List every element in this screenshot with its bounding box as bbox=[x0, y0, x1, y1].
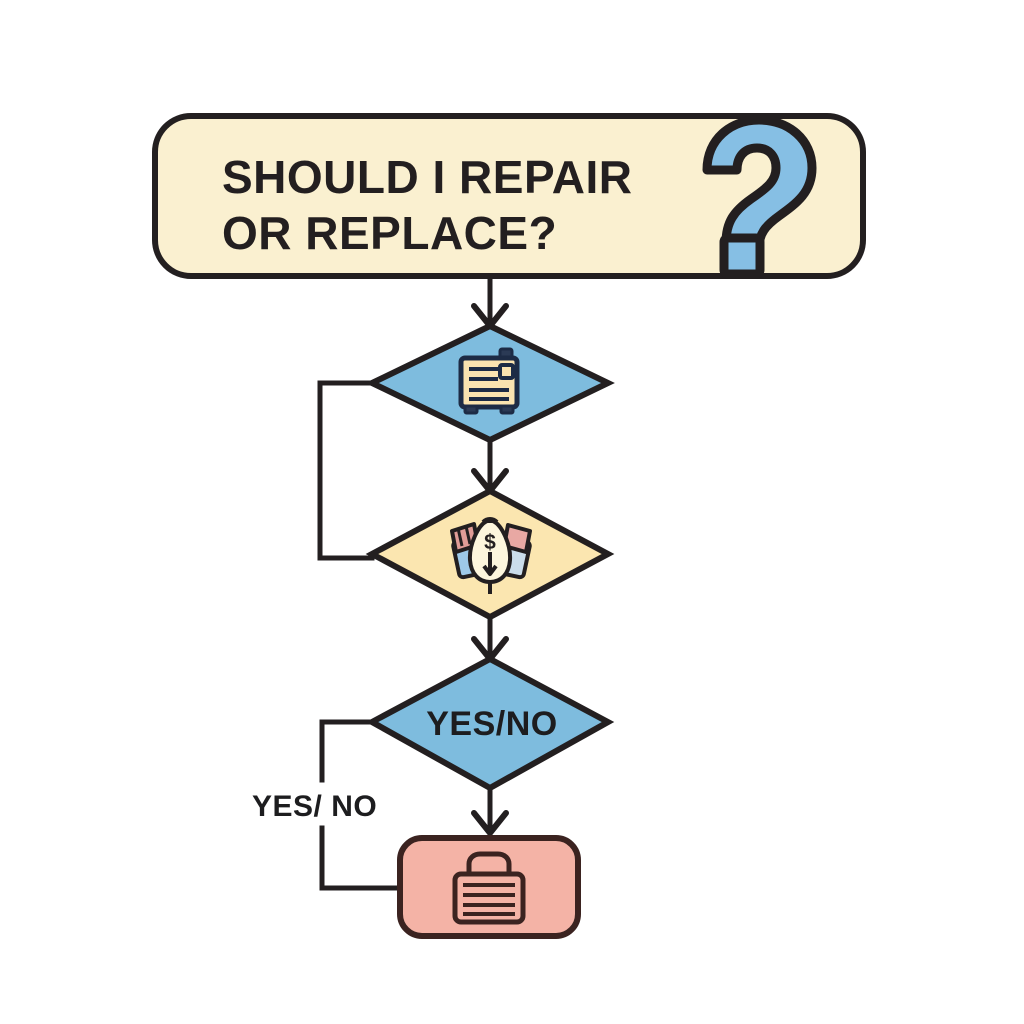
appliance-square bbox=[498, 363, 515, 380]
edge-line bbox=[317, 380, 375, 561]
title-node-shape bbox=[152, 113, 866, 279]
title-line-2: OR REPLACE? bbox=[222, 207, 557, 259]
toolbox-handle bbox=[466, 851, 512, 877]
edge-cost-to-yesno bbox=[474, 617, 506, 659]
edge-title-to-appliance bbox=[474, 275, 506, 326]
money-bag-hands-icon: $ bbox=[450, 517, 532, 594]
edge-label-yes-no: YES/ NO bbox=[252, 790, 377, 823]
appliance-leg-left bbox=[463, 404, 479, 415]
cost-decision[interactable]: $ bbox=[365, 487, 615, 621]
appliance-decision[interactable] bbox=[365, 322, 615, 444]
yes-no-decision-shape bbox=[365, 655, 615, 792]
money-hand-left-crease-1 bbox=[456, 527, 464, 547]
yes-no-decision-label: YES/NO bbox=[426, 705, 557, 743]
edge-appliance-left-bracket bbox=[317, 380, 375, 561]
edge-yesno-to-toolbox bbox=[474, 788, 506, 833]
should-i-repair-or-replace[interactable]: SHOULD I REPAIR OR REPLACE? bbox=[152, 113, 866, 279]
edge-line-lower bbox=[319, 825, 403, 891]
toolbox-icon bbox=[452, 851, 526, 925]
question-mark-icon bbox=[702, 115, 817, 279]
money-arrow-head bbox=[482, 564, 498, 576]
yes-no-decision[interactable]: YES/NO bbox=[365, 655, 615, 792]
title-line-1: SHOULD I REPAIR bbox=[222, 151, 632, 203]
edge-line-upper bbox=[319, 719, 375, 783]
appliance-leg-right bbox=[499, 404, 515, 415]
question-mark-dot bbox=[719, 233, 765, 279]
repair-toolbox-outcome[interactable] bbox=[397, 835, 581, 939]
appliance-icon bbox=[458, 347, 520, 415]
edge-appliance-to-cost bbox=[474, 440, 506, 491]
money-hand-left-crease-2 bbox=[464, 525, 472, 545]
money-bag-tie bbox=[481, 517, 499, 524]
edge-yesno-left-bracket bbox=[319, 719, 403, 891]
dollar-sign-icon: $ bbox=[484, 531, 496, 554]
